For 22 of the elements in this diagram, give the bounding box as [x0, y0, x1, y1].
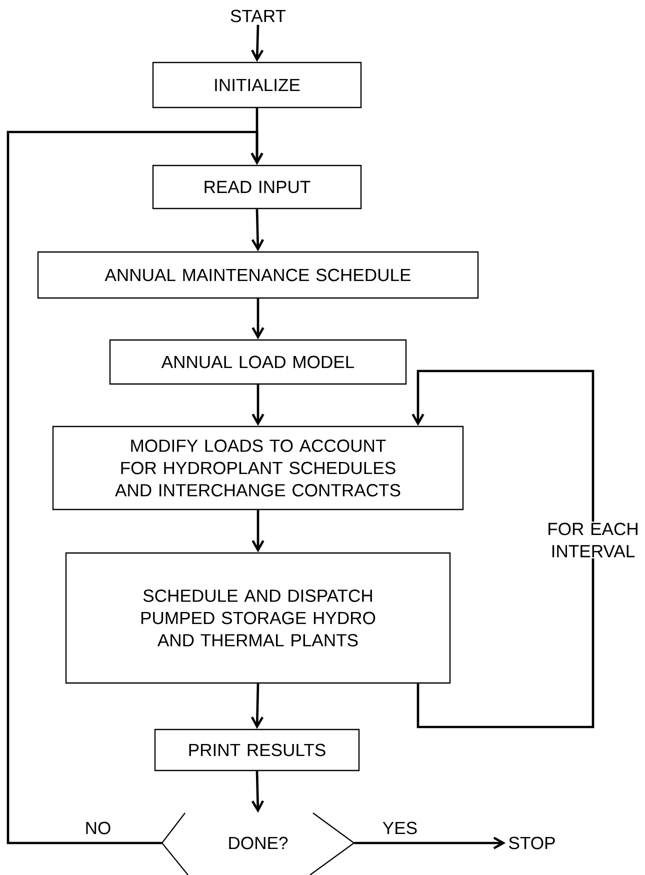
- arrow: [250, 684, 264, 729]
- edge-label: FOR EACH INTERVAL: [542, 522, 644, 558]
- terminal-label: STOP: [509, 836, 555, 850]
- process-box: ANNUAL LOAD MODEL: [109, 339, 407, 385]
- process-box: SCHEDULE AND DISPATCH PUMPED STORAGE HYDRO AND THERMAL PLANTS: [65, 552, 451, 684]
- arrow: [252, 384, 264, 426]
- arrow: [252, 298, 264, 340]
- arrow: [251, 209, 264, 252]
- terminal-label: START: [230, 10, 286, 22]
- arrow: [251, 24, 264, 62]
- process-box: INITIALIZE: [152, 62, 362, 108]
- process-box: ANNUAL MAINTENANCE SCHEDULE: [37, 251, 479, 299]
- arrow: [251, 771, 264, 813]
- process-box: PRINT RESULTS: [154, 728, 360, 772]
- process-box: MODIFY LOADS TO ACCOUNT FOR HYDROPLANT SCHEDULES AND INTERCHANGE CONTRACTS: [52, 426, 464, 510]
- arrow: [354, 836, 506, 850]
- edge-label: NO: [86, 822, 110, 834]
- arrow: [6, 130, 264, 844]
- edge-label: YES: [382, 822, 417, 834]
- arrow: [412, 370, 594, 728]
- arrow: [252, 510, 264, 552]
- process-box: READ INPUT: [152, 164, 362, 210]
